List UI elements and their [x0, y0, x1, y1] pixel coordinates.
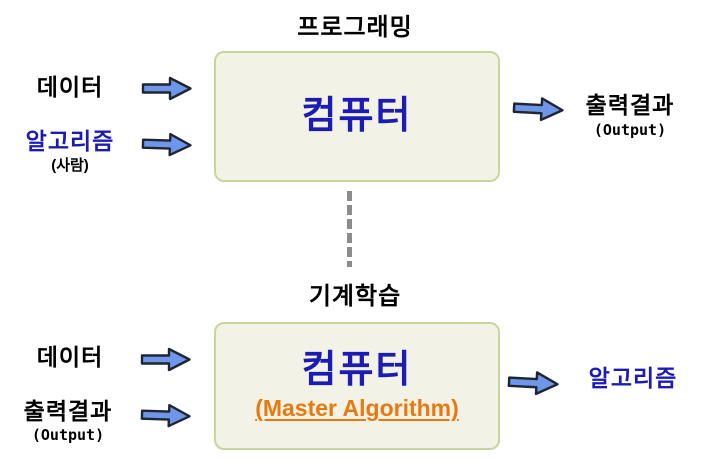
arrow-right-icon: [507, 371, 559, 396]
bottom-computer-box: 컴퓨터 (Master Algorithm): [214, 322, 500, 450]
arrow-right-icon: [141, 132, 192, 157]
arrow-right-icon: [140, 403, 191, 428]
top-output-sublabel: (Output): [593, 121, 667, 139]
arrow-shape: [141, 76, 192, 101]
bottom-input-output-label: 출력결과: [23, 398, 113, 424]
top-output-label: 출력결과: [585, 92, 675, 118]
bottom-input-output-sublabel: (Output): [31, 426, 105, 444]
top-computer-label: 컴퓨터: [301, 94, 413, 137]
bottom-output-algorithm-label: 알고리즘: [588, 365, 678, 391]
top-input-algorithm-sublabel: (사람): [51, 157, 89, 174]
arrow-shape: [140, 403, 191, 428]
top-input-algorithm-label: 알고리즘: [25, 128, 115, 154]
arrow-shape: [512, 97, 564, 122]
arrow-right-icon: [140, 347, 191, 372]
top-computer-box: 컴퓨터: [214, 51, 500, 182]
top-section-title: 프로그래밍: [297, 14, 413, 41]
arrow-shape: [141, 132, 192, 157]
arrow-right-icon: [512, 97, 564, 122]
top-input-data-label: 데이터: [36, 74, 104, 100]
bottom-input-data-label: 데이터: [36, 344, 104, 370]
bottom-computer-label: 컴퓨터: [301, 349, 413, 392]
arrow-shape: [507, 371, 559, 396]
dashed-connector-line: [347, 191, 352, 267]
master-algorithm-label: (Master Algorithm): [255, 394, 459, 421]
arrow-right-icon: [141, 76, 192, 101]
arrow-shape: [140, 347, 191, 372]
bottom-section-title: 기계학습: [308, 283, 402, 310]
